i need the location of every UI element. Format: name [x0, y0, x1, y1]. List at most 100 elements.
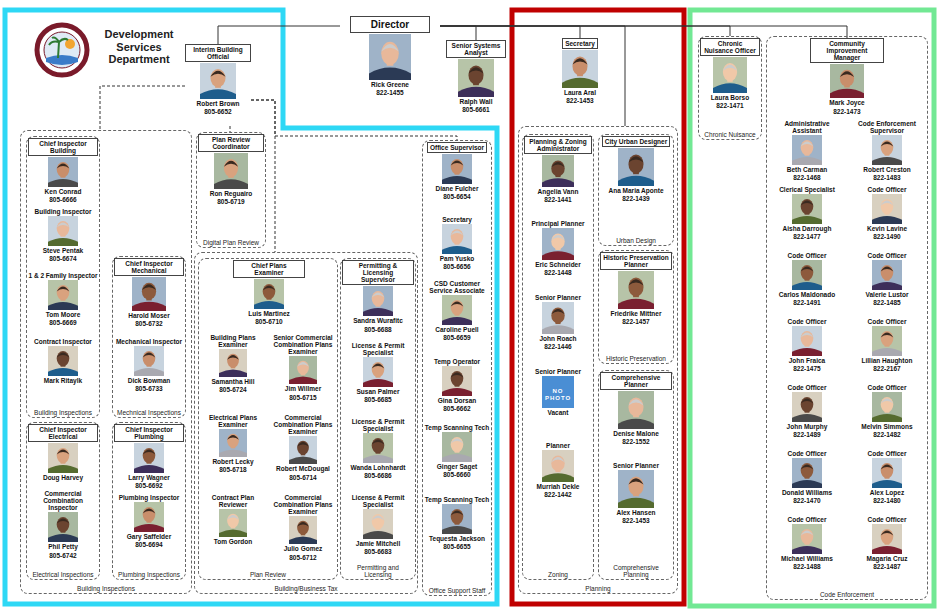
position-title-box: Community Improvement Manager: [810, 38, 884, 63]
portrait-image: [872, 194, 902, 224]
phone-number: 822-1475: [793, 365, 820, 372]
portrait-photo: [254, 279, 284, 309]
group-label: Digital Plan Review: [199, 239, 263, 246]
person-card: Office SupervisorDiane Fulcher805-6654: [424, 142, 490, 216]
phone-number: 805-6660: [443, 471, 470, 478]
group-box: Chief Inspector PlumbingLarry Wagner805-…: [112, 422, 186, 580]
person-card: Chronic Nuisance OfficerLaura Borso822-1…: [700, 38, 760, 126]
person-name: Samantha Hill: [212, 378, 255, 385]
portrait-photo: [830, 64, 864, 98]
position-title-box: Senior Systems Analyst: [446, 40, 506, 58]
group-box: Office SupervisorDiane Fulcher805-6654Se…: [422, 140, 492, 596]
phone-number: 822-2167: [873, 365, 900, 372]
position-title-box: Plan Review Coordinator: [198, 134, 264, 152]
portrait-image: [134, 346, 164, 376]
position-title-box: City Urban Designer: [602, 136, 671, 147]
person-card: Chief Plans ExaminerLuis Martinez805-671…: [233, 260, 305, 332]
portrait-photo: [442, 366, 472, 396]
person-name: Aisha Darrough: [783, 225, 832, 232]
portrait-photo: [48, 216, 78, 246]
portrait-photo: [792, 260, 822, 290]
person-name: Alex Hansen: [616, 509, 655, 516]
position-title: Senior Planner: [613, 462, 659, 469]
phone-number: 822-1480: [873, 497, 900, 504]
phone-number: 822-1471: [716, 102, 743, 109]
position-title: Code Officer: [867, 186, 906, 193]
portrait-image: [134, 502, 164, 532]
person-card: City Urban DesignerAna Maria Aponte822-1…: [600, 136, 672, 232]
position-title: Commercial Combination Inspector: [28, 490, 98, 511]
phone-number: 805-6732: [135, 320, 162, 327]
group-label: Permitting and Licensing: [343, 564, 413, 578]
reporting-line: [251, 100, 275, 252]
phone-number: 822-1487: [873, 563, 900, 570]
person-name: Gina Dorsan: [438, 397, 477, 404]
person-name: Robert Lecky: [212, 458, 253, 465]
person-card: Building InspectorSteve Pentak805-6674: [28, 208, 98, 272]
person-name: Lillian Haughton: [862, 357, 913, 364]
phone-number: 805-6694: [135, 541, 162, 548]
person-name: Vacant: [548, 409, 569, 416]
person-card: Code OfficerMichael Williams822-1488: [770, 516, 844, 582]
person-card: Code OfficerJohn Fraica822-1475: [770, 318, 844, 384]
position-title: Mechanical Inspector: [116, 338, 182, 345]
portrait-photo: [369, 34, 411, 80]
position-title: Contract Inspector: [34, 338, 92, 345]
position-title-box: Planning & Zoning Administrator: [524, 136, 592, 154]
portrait-photo: [442, 295, 472, 325]
portrait-photo: [363, 286, 393, 316]
phone-number: 805-6662: [443, 405, 470, 412]
portrait-image: [442, 366, 472, 396]
position-title: Code Officer: [867, 318, 906, 325]
portrait-image: [214, 153, 248, 189]
person-card: Planning & Zoning AdministratorAngelia V…: [524, 136, 592, 218]
person-card: Community Improvement ManagerMark Joyce8…: [810, 38, 884, 120]
portrait-image: [830, 64, 864, 98]
position-title-box: Office Supervisor: [427, 142, 487, 153]
phone-number: 822-1552: [622, 438, 649, 445]
portrait-image: [442, 504, 472, 534]
portrait-photo: [48, 346, 78, 376]
position-title: License & Permit Specialist: [342, 342, 414, 356]
portrait-image: [872, 326, 902, 356]
phone-number: 822-1489: [793, 431, 820, 438]
portrait-photo: [618, 148, 654, 186]
group-label: Plan Review: [201, 571, 335, 578]
group-label: Comprehensive Planning: [601, 564, 671, 578]
person-name: Larry Wagner: [128, 474, 170, 481]
phone-number: 822-1485: [873, 299, 900, 306]
portrait-photo: [219, 429, 247, 457]
portrait-image: [458, 59, 494, 97]
phone-number: 822-1483: [873, 174, 900, 181]
group-label: Building Inspections: [29, 409, 97, 416]
person-name: John Murphy: [787, 423, 828, 430]
portrait-image: [48, 346, 78, 376]
portrait-image: [542, 450, 574, 482]
person-card: Chief Inspector ElectricalDoug Harvey: [28, 424, 98, 490]
person-card: Administrative AssistantBeth Carman822-1…: [770, 120, 844, 186]
reporting-line: [218, 26, 340, 44]
portrait-photo: [219, 509, 247, 537]
portrait-photo: [458, 59, 494, 97]
person-card: 1 & 2 Family InspectorTom Moore805-6669: [28, 272, 98, 338]
portrait-image: [254, 279, 284, 309]
person-name: Ken Conrad: [45, 188, 82, 195]
portrait-photo: [618, 271, 654, 309]
position-title-box: Chronic Nuisance Officer: [700, 38, 760, 56]
portrait-photo: NO PHOTO: [542, 376, 574, 408]
phone-number: 822-1491: [793, 299, 820, 306]
group-box: Community Improvement ManagerMark Joyce8…: [766, 36, 928, 600]
person-card: SecretaryPam Yusko805-6656: [424, 216, 490, 280]
group-box: Chief Inspector ElectricalDoug HarveyCom…: [26, 422, 100, 580]
group-label: Mechnical Inspections: [115, 409, 183, 416]
portrait-photo: [792, 524, 822, 554]
group-label: Zoning: [525, 571, 591, 578]
portrait-image: [542, 228, 574, 260]
phone-number: 822-1439: [622, 195, 649, 202]
phone-number: 822-1470: [793, 497, 820, 504]
position-title: Planner: [546, 442, 570, 449]
portrait-photo: [872, 194, 902, 224]
person-name: Susan Palmer: [357, 388, 400, 395]
person-name: John Roach: [539, 335, 576, 342]
portrait-photo: [363, 509, 393, 539]
